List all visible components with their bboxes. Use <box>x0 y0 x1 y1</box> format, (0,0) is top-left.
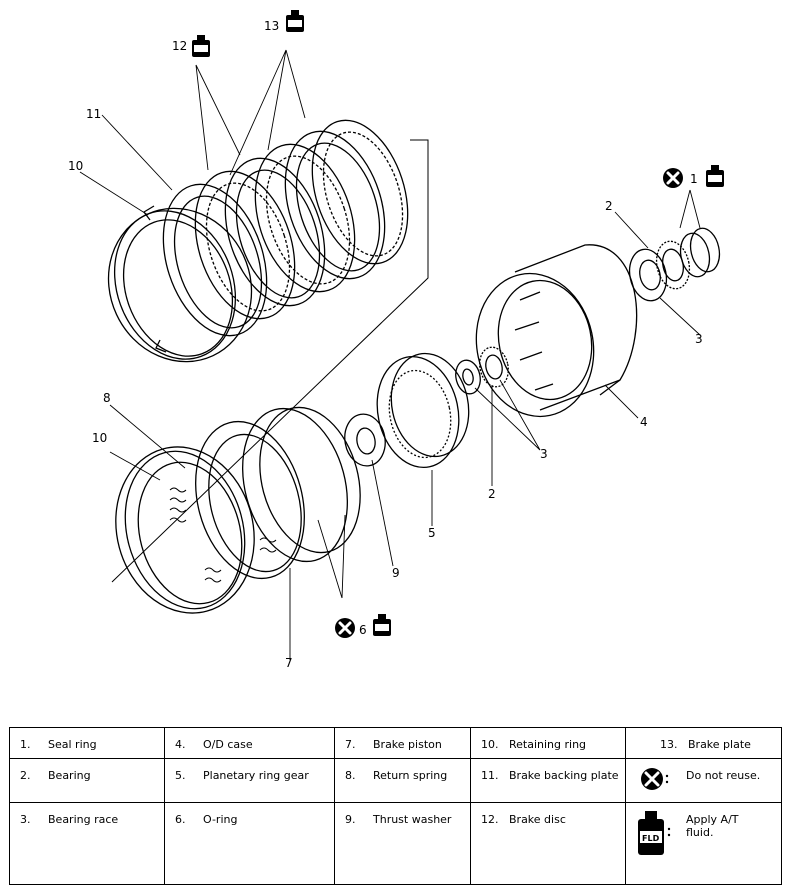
retaining-ring-lower <box>115 446 255 614</box>
legend-label: Planetary ring gear <box>203 769 309 782</box>
legend-label: Brake disc <box>509 813 566 826</box>
legend-label: Brake plate <box>688 738 751 751</box>
legend-cell: 11. Brake backing plate <box>470 758 626 803</box>
svg-text:FLD: FLD <box>195 46 208 53</box>
legend-num: 4. <box>175 738 186 751</box>
callout-2-middle: 2 <box>488 487 496 501</box>
seal-rings <box>679 227 721 278</box>
legend-label: Return spring <box>373 769 448 782</box>
legend-num: 6. <box>175 813 186 826</box>
legend-num: 11. <box>481 769 499 782</box>
svg-text:FLD: FLD <box>709 176 722 183</box>
legend-cell: 3. Bearing race <box>9 802 165 885</box>
legend-cell: 10. Retaining ring <box>470 727 626 759</box>
legend-row: 3.Bearing race 6.O-ring 9.Thrust washer … <box>9 802 782 885</box>
do-not-reuse-icon <box>626 759 682 793</box>
fld-bottle-icon: FLD <box>626 803 682 859</box>
legend-cell: 1. Seal ring <box>9 727 165 759</box>
legend-label: Thrust washer <box>373 813 452 826</box>
legend-label: Retaining ring <box>509 738 587 751</box>
callout-3-right: 3 <box>695 332 703 346</box>
callout-7: 7 <box>285 656 293 670</box>
legend-num: 9. <box>345 813 356 826</box>
bearing-race-right <box>628 240 691 302</box>
legend-label: Brake backing plate <box>509 769 619 782</box>
thrust-washer <box>344 413 386 467</box>
legend-label: Do not reuse. <box>686 769 761 782</box>
callout-3-middle: 3 <box>540 447 548 461</box>
parts-legend-table: 1. Seal ring 4. O/D case 7. Brake piston 10… <box>9 727 782 885</box>
callout-5: 5 <box>428 526 436 540</box>
legend-num: 7. <box>345 738 356 751</box>
callout-10-upper: 10 <box>68 159 83 173</box>
callout-8: 8 <box>103 391 111 405</box>
legend-num: 3. <box>20 813 31 826</box>
callout-13: 13 <box>264 19 279 33</box>
legend-cell: 12. Brake disc <box>470 802 626 885</box>
callout-6: 6 <box>359 623 367 637</box>
legend-num: 8. <box>345 769 356 782</box>
legend-cell: 13. Brake plate <box>625 727 782 759</box>
callout-10-lower: 10 <box>92 431 107 445</box>
legend-label: Apply A/T fluid. <box>686 813 739 839</box>
legend-num: 13. <box>660 738 678 751</box>
svg-text:FLD: FLD <box>642 834 660 843</box>
callout-9: 9 <box>392 566 400 580</box>
legend-cell: 8. Return spring <box>334 758 471 803</box>
legend-cell: 2. Bearing <box>9 758 165 803</box>
legend-label: Bearing <box>48 769 91 782</box>
section-bracket <box>111 139 429 583</box>
callout-12: 12 <box>172 39 187 53</box>
planetary-ring-gear <box>376 352 470 469</box>
callout-11: 11 <box>86 107 101 121</box>
svg-text:FLD: FLD <box>289 21 302 28</box>
legend-label: Brake piston <box>373 738 442 751</box>
piston-pack-lower <box>124 406 361 610</box>
callout-2-right: 2 <box>605 199 613 213</box>
svg-text:FLD: FLD <box>376 625 389 632</box>
legend-cell: 4. O/D case <box>164 727 335 759</box>
od-case <box>475 244 638 418</box>
legend-cell: 5. Planetary ring gear <box>164 758 335 803</box>
exploded-diagram: FLD FLD FLD FLD 12 13 11 10 1 2 3 8 10 4… <box>68 10 724 670</box>
callout-4: 4 <box>640 415 648 429</box>
legend-label: O-ring <box>203 813 238 826</box>
bearing-race-middle <box>455 346 509 395</box>
legend-num: 1. <box>20 738 31 751</box>
legend-label: Seal ring <box>48 738 97 751</box>
legend-cell: 7. Brake piston <box>334 727 471 759</box>
legend-num: 2. <box>20 769 31 782</box>
legend-cell: 9. Thrust washer <box>334 802 471 885</box>
brake-pack-upper <box>113 119 409 360</box>
legend-cell: Do not reuse. <box>625 758 782 803</box>
do-not-reuse-icon <box>661 166 685 190</box>
legend-label: Bearing race <box>48 813 119 826</box>
leader-lines <box>79 49 701 660</box>
legend-num: 12. <box>481 813 499 826</box>
legend-row: 1. Seal ring 4. O/D case 7. Brake piston 10… <box>9 727 782 759</box>
legend-row: 2. Bearing 5. Planetary ring gear 8. Return… <box>9 758 782 803</box>
legend-num: 10. <box>481 738 499 751</box>
legend-cell: 6. O-ring <box>164 802 335 885</box>
callout-1: 1 <box>690 172 698 186</box>
legend-num: 5. <box>175 769 186 782</box>
legend-label: O/D case <box>203 738 253 751</box>
legend-cell: FLD Apply A/T fluid. <box>625 802 782 885</box>
do-not-reuse-icon <box>333 616 357 640</box>
